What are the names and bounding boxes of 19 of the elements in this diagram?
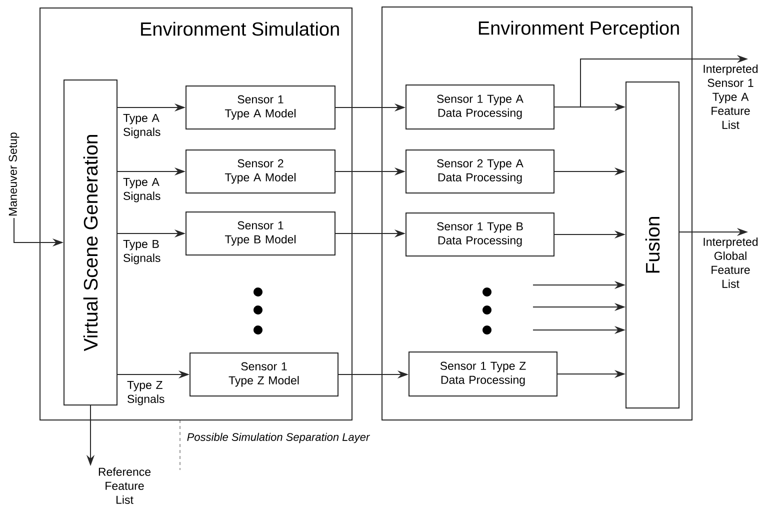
process-box: Sensor 1 Type B Model <box>186 211 336 256</box>
edge-label: Type A Signals <box>123 178 160 202</box>
process-box: Fusion <box>626 82 680 408</box>
output-label: Maneuver Setup <box>8 132 20 216</box>
process-box: Sensor 1 Type B Data Processing <box>406 212 554 256</box>
process-box: Sensor 1 Type Z Data Processing <box>408 351 558 396</box>
edge-label: Type B Signals <box>123 240 160 264</box>
process-box: Sensor 1 Type Z Model <box>190 352 338 396</box>
edge-label: Type Z Signals <box>127 381 164 406</box>
layer-label: Possible Simulation Separation Layer <box>187 432 370 444</box>
process-box: Sensor 1 Type A Data Processing <box>406 84 554 130</box>
output-label: Reference Feature List <box>98 468 151 504</box>
output-label: Interpreted Global Feature List <box>704 238 758 288</box>
edge-label: Type A Signals <box>123 114 160 138</box>
output-label: Interpreted Sensor 1 Type A Feature List <box>704 64 758 129</box>
process-box: Sensor 1 Type A Model <box>186 85 336 130</box>
process-box: Sensor 2 Type A Model <box>186 149 336 194</box>
process-box: Sensor 2 Type A Data Processing <box>406 149 554 194</box>
process-box: Virtual Scene Generation <box>64 80 118 406</box>
